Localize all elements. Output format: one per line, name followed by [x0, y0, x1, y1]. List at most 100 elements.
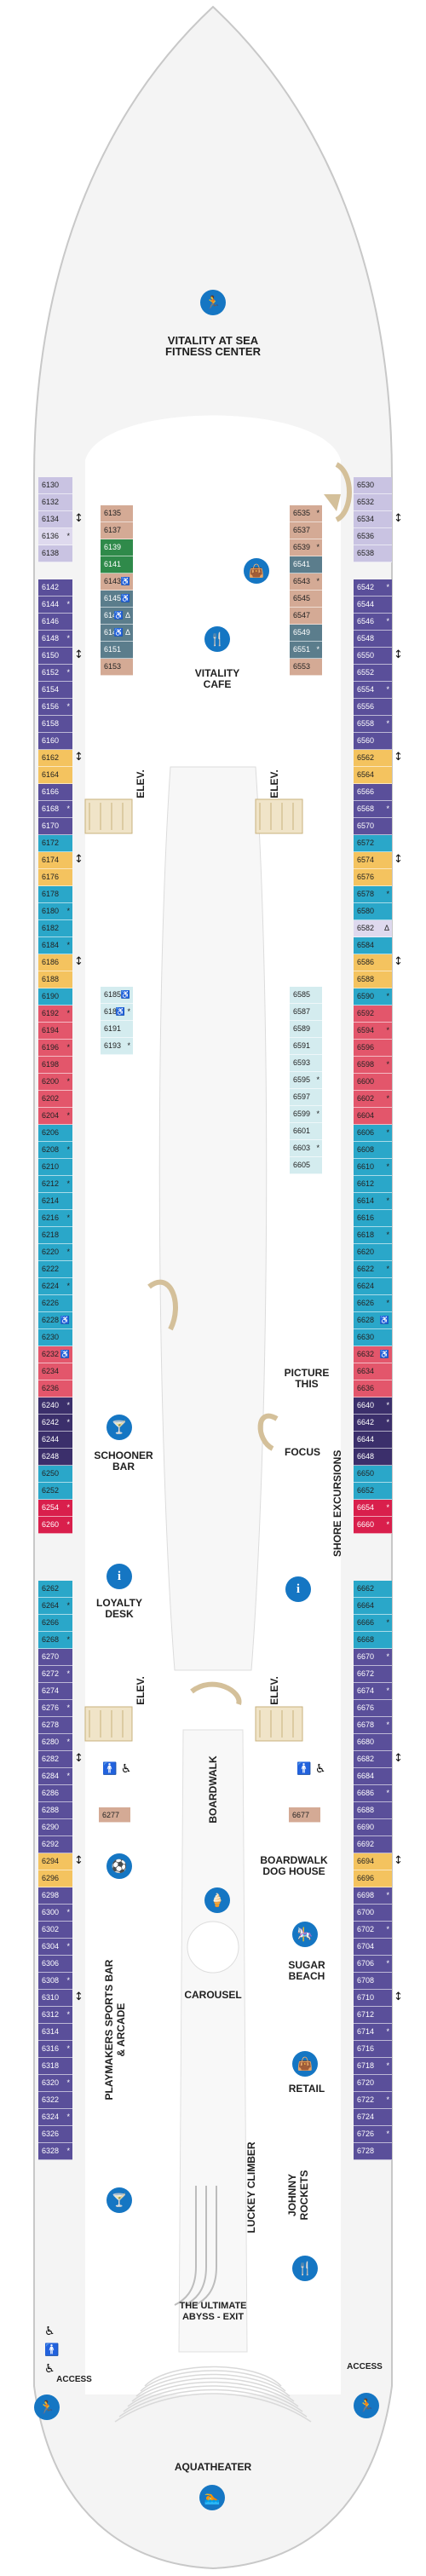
stateroom-6626: 6626*: [354, 1295, 392, 1312]
stateroom-6306: 6306: [38, 1956, 72, 1973]
stateroom-6302: 6302: [38, 1922, 72, 1939]
stateroom-6692: 6692: [354, 1836, 392, 1853]
connecting-arrow-icon: ↕: [394, 853, 403, 866]
stateroom-6132: 6132: [38, 494, 72, 511]
connecting-arrow-icon: ↕: [74, 1854, 83, 1867]
elevator-bank: [255, 1706, 303, 1742]
stateroom-6137: 6137: [101, 522, 133, 539]
stateroom-6544: 6544: [354, 596, 392, 614]
stateroom-6298: 6298: [38, 1887, 72, 1905]
stateroom-6160: 6160: [38, 733, 72, 750]
stateroom-6539: 6539*: [290, 539, 322, 556]
stateroom-6552: 6552: [354, 665, 392, 682]
label-schooner-bar: SCHOONER BAR: [94, 1449, 153, 1472]
stateroom-6145: 6145♿: [101, 591, 133, 608]
stateroom-6264: 6264*: [38, 1598, 72, 1615]
stateroom-6184: 6184*: [38, 937, 72, 954]
stateroom-6608: 6608: [354, 1142, 392, 1159]
stateroom-6153: 6153: [101, 659, 133, 676]
stateroom-6308: 6308*: [38, 1973, 72, 1990]
connecting-arrow-icon: ↕: [74, 512, 83, 525]
stateroom-6550: 6550: [354, 648, 392, 665]
stateroom-6616: 6616: [354, 1210, 392, 1227]
stateroom-6242: 6242*: [38, 1415, 72, 1432]
stateroom-6564: 6564: [354, 767, 392, 784]
stateroom-6722: 6722*: [354, 2092, 392, 2109]
stateroom-6185: 6185♿: [101, 987, 133, 1004]
restroom-icon: ♿: [44, 2325, 55, 2338]
stateroom-6170: 6170: [38, 818, 72, 835]
stateroom-6200: 6200*: [38, 1074, 72, 1091]
stateroom-6208: 6208*: [38, 1142, 72, 1159]
stateroom-6186: 6186: [38, 954, 72, 971]
stateroom-6597: 6597: [290, 1089, 322, 1106]
connecting-arrow-icon: ↕: [74, 955, 83, 968]
promenade-stair: [147, 1279, 178, 1331]
stateroom-6143: 6143♿: [101, 573, 133, 591]
stateroom-6580: 6580: [354, 903, 392, 920]
label-focus: FOCUS: [285, 1446, 320, 1458]
stateroom-6138: 6138: [38, 545, 72, 562]
stateroom-6324: 6324*: [38, 2109, 72, 2126]
stateroom-6634: 6634: [354, 1363, 392, 1380]
stateroom-6312: 6312*: [38, 2007, 72, 2024]
stateroom-6566: 6566: [354, 784, 392, 801]
shore-info-icon: i: [285, 1576, 311, 1602]
shopping-icon: 👜: [244, 558, 269, 584]
label-shore-excursions: SHORE EXCURSIONS: [331, 1449, 343, 1557]
stateroom-6674: 6674*: [354, 1683, 392, 1700]
elevator-bank: [84, 798, 133, 834]
stateroom-6602: 6602*: [354, 1091, 392, 1108]
stateroom-6280: 6280*: [38, 1734, 72, 1751]
stateroom-6278: 6278: [38, 1717, 72, 1734]
stateroom-6328: 6328*: [38, 2143, 72, 2160]
stateroom-6601: 6601: [290, 1123, 322, 1140]
stateroom-6202: 6202: [38, 1091, 72, 1108]
connecting-arrow-icon: ↕: [394, 512, 403, 525]
stateroom-6254: 6254*: [38, 1500, 72, 1517]
stateroom-6134: 6134: [38, 511, 72, 528]
stateroom-6604: 6604: [354, 1108, 392, 1125]
stateroom-6686: 6686*: [354, 1785, 392, 1802]
aquatheater-seating-arc: [114, 2393, 312, 2423]
connecting-arrow-icon: ↕: [394, 1991, 403, 2003]
stateroom-6139: 6139: [101, 539, 133, 556]
stateroom-6712: 6712: [354, 2007, 392, 2024]
stateroom-6678: 6678*: [354, 1717, 392, 1734]
stateroom-6314: 6314: [38, 2024, 72, 2041]
stateroom-6672: 6672: [354, 1666, 392, 1683]
stateroom-6690: 6690: [354, 1819, 392, 1836]
stateroom-6268: 6268*: [38, 1632, 72, 1649]
stateroom-6534: 6534: [354, 511, 392, 528]
stateroom-6260: 6260*: [38, 1517, 72, 1534]
stateroom-6644: 6644: [354, 1432, 392, 1449]
stateroom-6599: 6599*: [290, 1106, 322, 1123]
label-loyalty-desk: LOYALTY DESK: [95, 1597, 142, 1620]
label-sugar-beach: SUGAR BEACH: [288, 1959, 325, 1982]
stateroom-6304: 6304*: [38, 1939, 72, 1956]
restroom-icon: 🚹 ♿: [296, 1762, 326, 1776]
stateroom-6700: 6700: [354, 1905, 392, 1922]
label-johnny-rockets: JOHNNY ROCKETS: [286, 2170, 310, 2221]
fitness-stair-step: [324, 494, 341, 511]
restroom-icon: 🚹 ♿: [102, 1762, 132, 1776]
stateroom-6574: 6574: [354, 852, 392, 869]
stateroom-6642: 6642*: [354, 1415, 392, 1432]
stateroom-6292: 6292: [38, 1836, 72, 1853]
stateroom-6176: 6176: [38, 869, 72, 886]
stateroom-6545: 6545: [290, 591, 322, 608]
stateroom-6654: 6654*: [354, 1500, 392, 1517]
stateroom-6541: 6541: [290, 556, 322, 573]
label-aquatheater: AQUATHEATER: [174, 2461, 252, 2473]
connecting-arrow-icon: ↕: [74, 751, 83, 764]
stateroom-6624: 6624: [354, 1278, 392, 1295]
stateroom-6702: 6702*: [354, 1922, 392, 1939]
stateroom-6168: 6168*: [38, 801, 72, 818]
stateroom-6189: 6189♿ *: [101, 1004, 133, 1021]
elevator-bank: [255, 798, 303, 834]
stateroom-6294: 6294: [38, 1853, 72, 1870]
aquatheater-seating-arc: [131, 2377, 295, 2402]
stateroom-6188: 6188: [38, 971, 72, 988]
stateroom-6696: 6696: [354, 1870, 392, 1887]
stateroom-6728: 6728: [354, 2143, 392, 2160]
